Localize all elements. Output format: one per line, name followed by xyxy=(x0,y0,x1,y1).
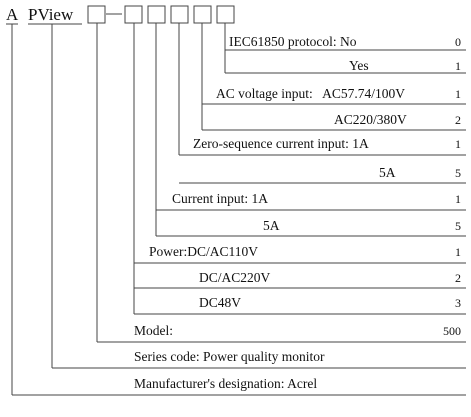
code-box-power xyxy=(124,5,143,24)
power-option-110v-label: Power:DC/AC110V xyxy=(149,244,258,259)
model-label: Model: xyxy=(134,323,173,338)
iec-option-no-code: 0 xyxy=(455,35,461,49)
ci-option-1a-code: 1 xyxy=(455,192,461,206)
power-option-220v-code: 2 xyxy=(455,271,461,285)
code-box-zero-sequence xyxy=(170,5,189,24)
code-box-iec-protocol xyxy=(216,5,235,24)
code-box-series xyxy=(87,5,106,24)
power-option-110v-code: 1 xyxy=(455,245,461,259)
series-label: Series code: Power quality monitor xyxy=(134,349,325,364)
code-box-ac-voltage xyxy=(193,5,212,24)
model-name: PView xyxy=(28,5,74,24)
power-option-48v-code: 3 xyxy=(455,296,461,310)
prefix-letter: A xyxy=(6,5,19,24)
ci-option-5a-code: 5 xyxy=(455,219,461,233)
acv-option-100v-label: AC voltage input: AC57.74/100V xyxy=(216,86,405,101)
manufacturer-label: Manufacturer's designation: Acrel xyxy=(134,376,317,391)
acv-option-100v-code: 1 xyxy=(455,87,461,101)
model-code: 500 xyxy=(443,324,461,338)
zs-option-1a-code: 1 xyxy=(455,137,461,151)
zs-option-5a-label: 5A xyxy=(379,165,396,180)
zs-option-1a-label: Zero-sequence current input: 1A xyxy=(193,136,369,151)
acv-option-380v-code: 2 xyxy=(455,113,461,127)
power-option-48v-label: DC48V xyxy=(199,295,241,310)
ci-option-1a-label: Current input: 1A xyxy=(172,191,268,206)
iec-option-yes-label: Yes xyxy=(349,58,369,73)
iec-option-no-label: IEC61850 protocol: No xyxy=(229,34,357,49)
power-option-220v-label: DC/AC220V xyxy=(199,270,271,285)
code-box-current xyxy=(147,5,166,24)
acv-option-380v-label: AC220/380V xyxy=(334,112,407,127)
iec-option-yes-code: 1 xyxy=(455,59,461,73)
zs-option-5a-code: 5 xyxy=(455,166,461,180)
ci-option-5a-label: 5A xyxy=(263,218,280,233)
